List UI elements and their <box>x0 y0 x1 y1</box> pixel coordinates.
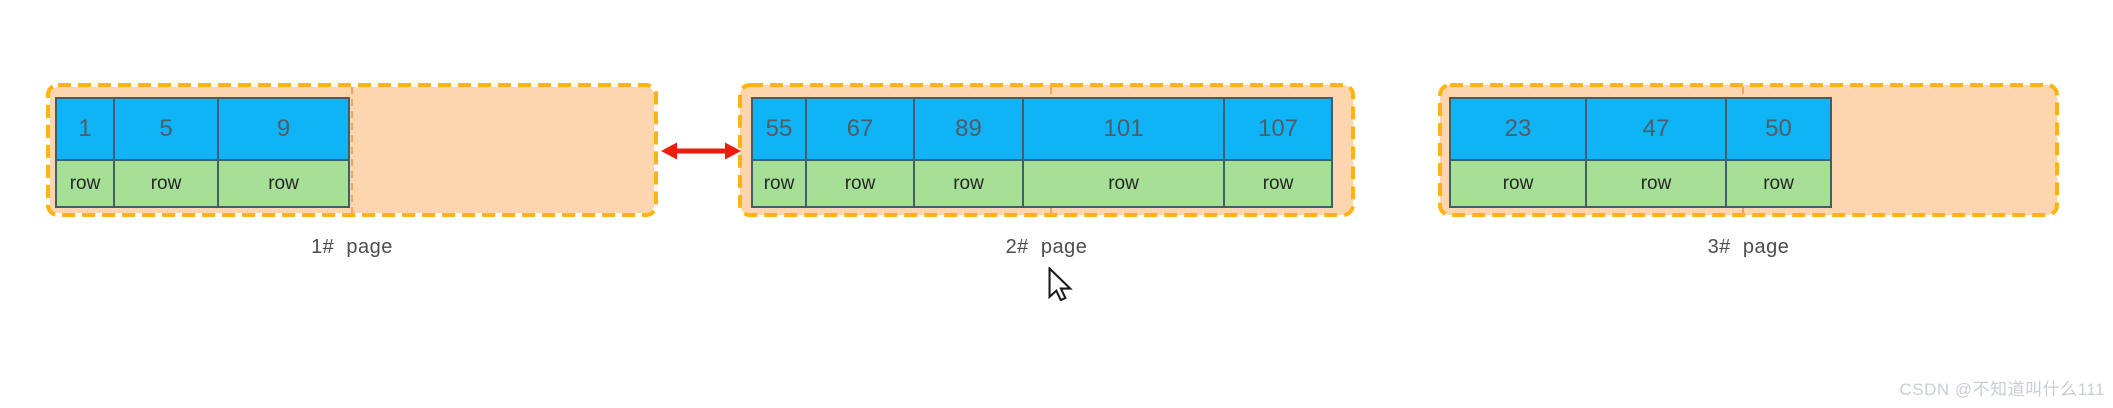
page-label-3: 3# page <box>1707 235 1790 258</box>
key-cell: 101 <box>1024 99 1223 159</box>
page-label-2: 2# page <box>1005 235 1088 258</box>
row-cell: row <box>915 159 1022 206</box>
mouse-cursor-icon <box>1048 266 1074 306</box>
key-cell: 23 <box>1451 99 1585 159</box>
key-cell: 5 <box>115 99 217 159</box>
page-label-1: 1# page <box>311 235 393 258</box>
key-cell: 47 <box>1587 99 1725 159</box>
row-cell: row <box>753 159 805 206</box>
key-cell: 107 <box>1225 99 1331 159</box>
double-arrow-icon <box>659 137 743 170</box>
key-cell: 1 <box>57 99 113 159</box>
row-cell: row <box>219 159 348 206</box>
key-cell: 9 <box>219 99 348 159</box>
key-cell: 67 <box>807 99 913 159</box>
row-cell: row <box>1225 159 1331 206</box>
row-cell: row <box>115 159 217 206</box>
row-cell: row <box>1587 159 1725 206</box>
key-cell: 55 <box>753 99 805 159</box>
key-cell: 50 <box>1727 99 1830 159</box>
row-cell: row <box>1024 159 1223 206</box>
row-cell: row <box>1727 159 1830 206</box>
watermark: CSDN @不知道叫什么111 <box>1899 380 2105 399</box>
key-cell: 89 <box>915 99 1022 159</box>
row-cell: row <box>57 159 113 206</box>
row-cell: row <box>807 159 913 206</box>
row-cell: row <box>1451 159 1585 206</box>
